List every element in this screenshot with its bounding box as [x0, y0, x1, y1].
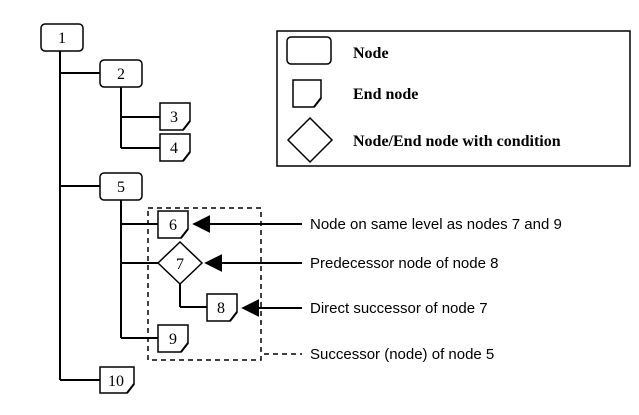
- node-6: 6: [157, 210, 189, 239]
- annotation-arrows: [192, 215, 302, 317]
- node-10-label: 10: [108, 373, 124, 390]
- node-4-label: 4: [170, 140, 178, 157]
- node-3-label: 3: [170, 109, 178, 126]
- legend-box: [276, 30, 631, 167]
- node-4: 4: [159, 133, 191, 162]
- legend-condition-symbol: [286, 116, 334, 164]
- node-6-label: 6: [169, 217, 177, 234]
- node-8: 8: [206, 293, 238, 322]
- node-1-label: 1: [58, 30, 66, 47]
- annotation-same-level: Node on same level as nodes 7 and 9: [310, 216, 562, 233]
- node-9-label: 9: [169, 331, 177, 348]
- node-10: 10: [99, 366, 135, 394]
- node-7-label: 7: [176, 256, 184, 273]
- legend-node-label: Node: [353, 45, 389, 62]
- legend-end-node-label: End node: [353, 86, 418, 103]
- node-2: 2: [99, 59, 143, 88]
- node-5-label: 5: [117, 179, 125, 196]
- node-5: 5: [99, 172, 143, 201]
- node-8-label: 8: [217, 300, 225, 317]
- annotation-predecessor: Predecessor node of node 8: [310, 255, 498, 272]
- node-2-label: 2: [117, 66, 125, 83]
- successor-region: [147, 207, 262, 361]
- node-3: 3: [159, 102, 191, 131]
- legend-condition-label: Node/End node with condition: [353, 133, 561, 150]
- annotation-successor: Successor (node) of node 5: [310, 346, 494, 363]
- legend-end-node-symbol: [292, 79, 322, 108]
- node-7: 7: [156, 240, 204, 286]
- tree-connectors: [59, 51, 207, 381]
- node-1: 1: [40, 23, 84, 52]
- annotation-direct-successor: Direct successor of node 7: [310, 300, 488, 317]
- legend: Node End node Node/End node with conditi…: [276, 30, 631, 167]
- node-9: 9: [157, 324, 189, 353]
- legend-node-symbol: [286, 36, 332, 65]
